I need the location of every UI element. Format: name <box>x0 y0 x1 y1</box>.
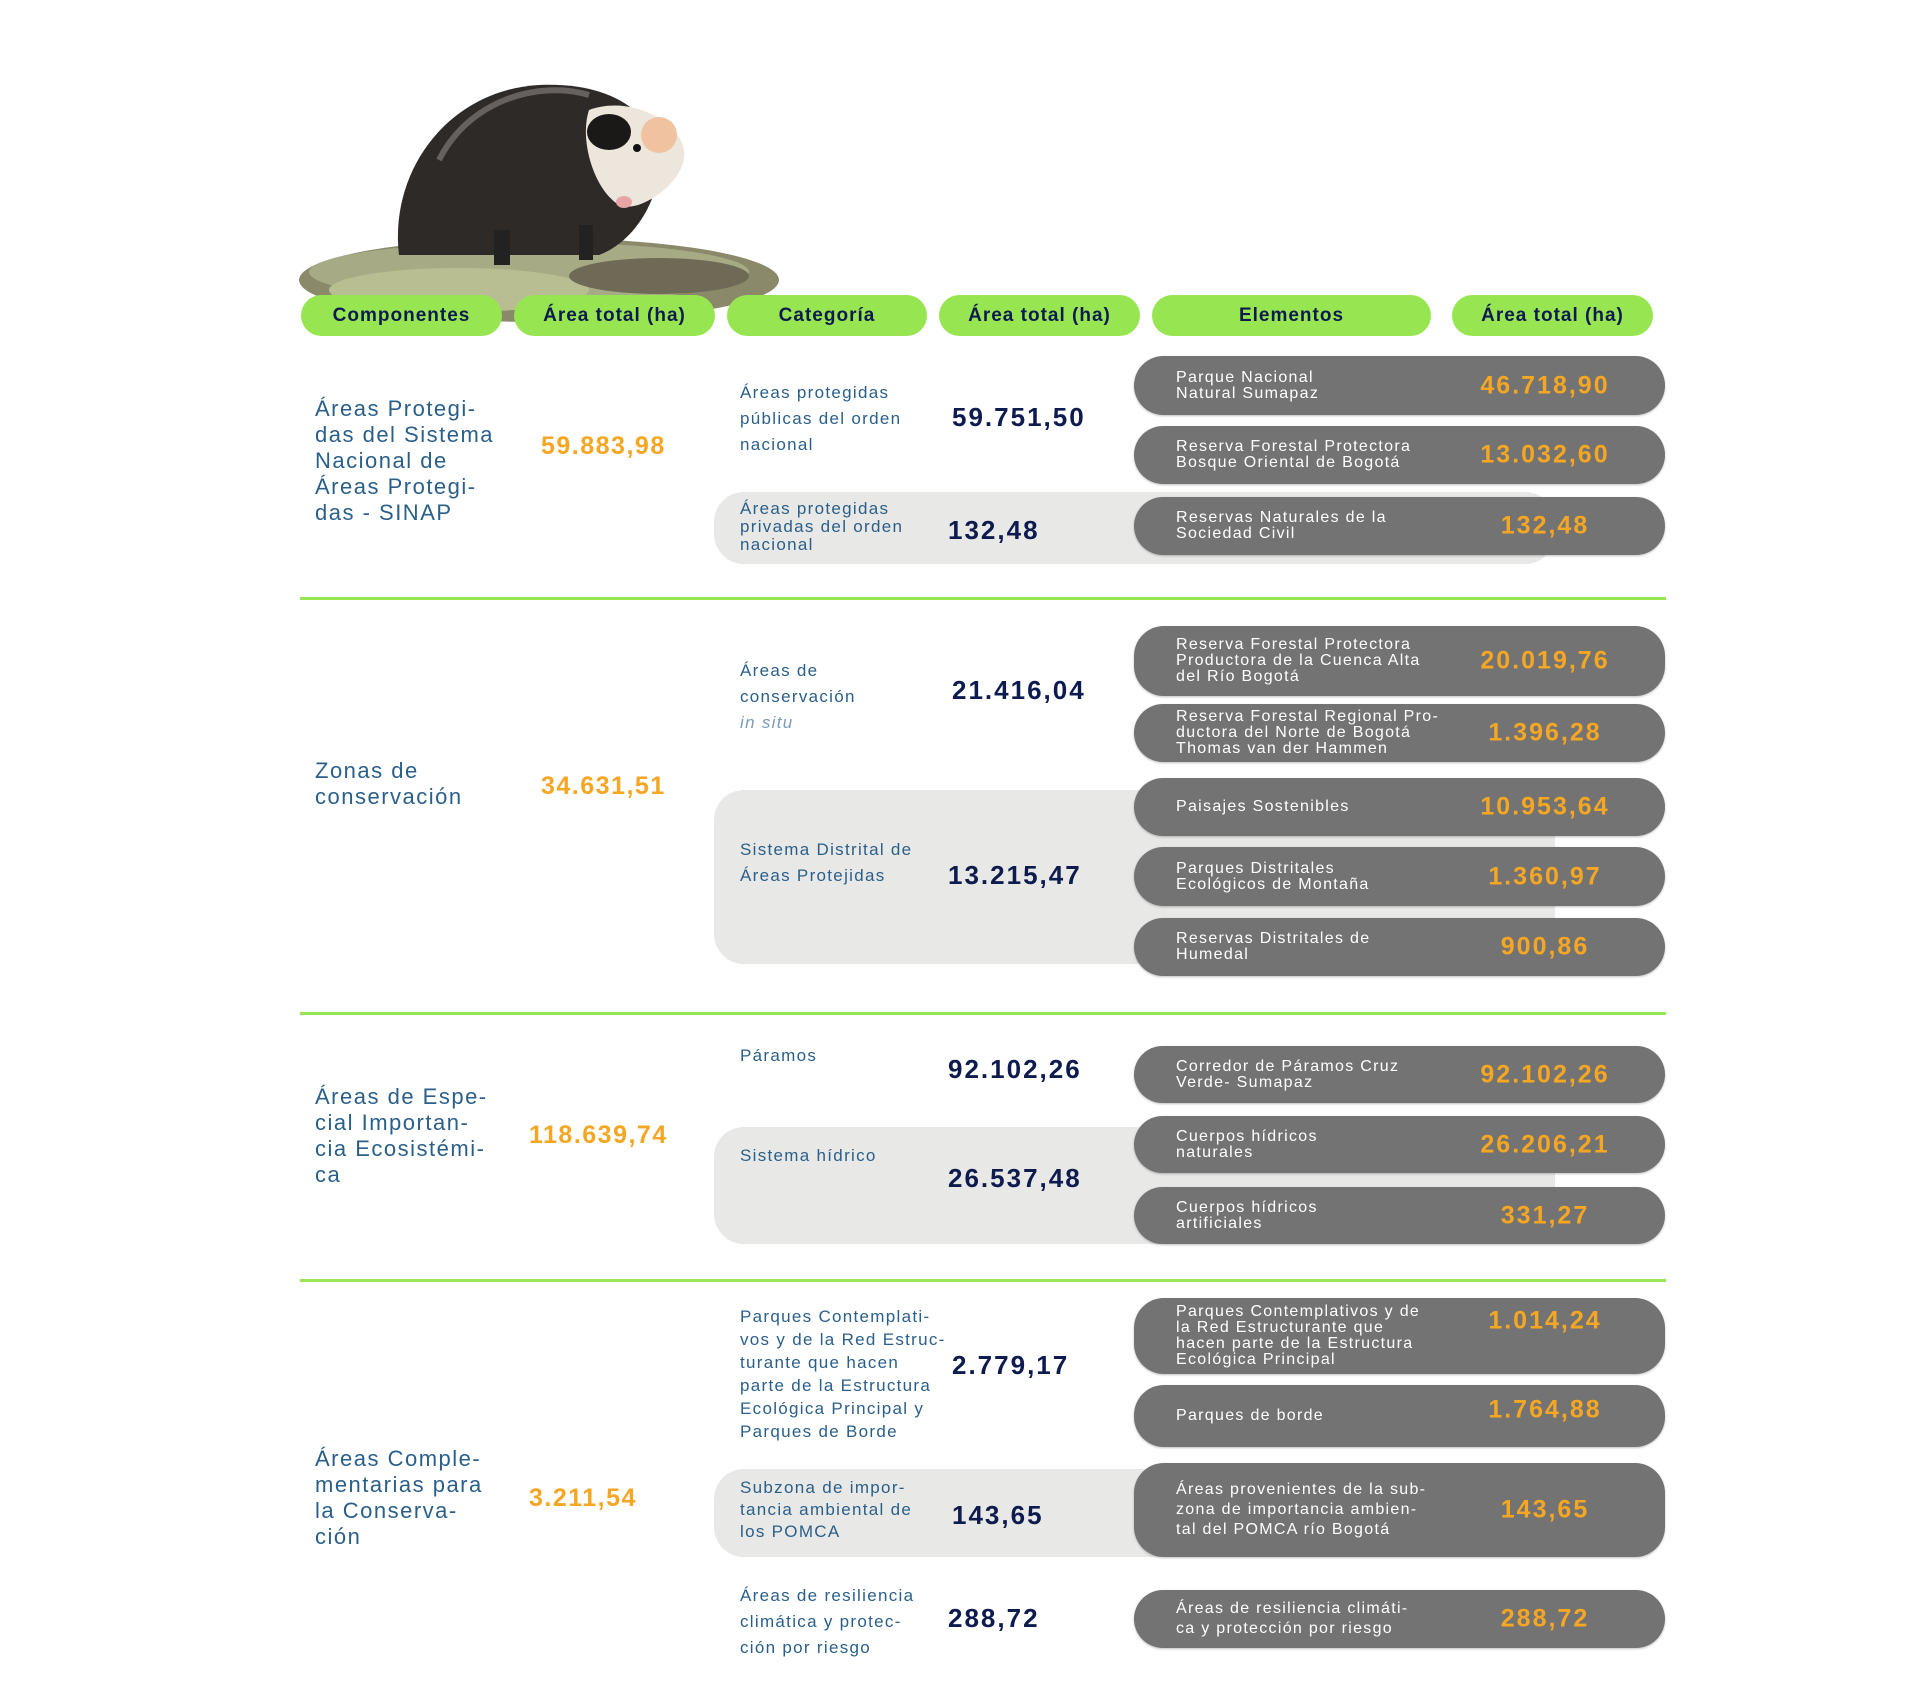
element-name: Parques Distritales Ecológicos de Montañ… <box>1176 859 1370 893</box>
element-total: 900,86 <box>1500 932 1590 961</box>
component-label: Áreas Comple- mentarias para la Conserva… <box>315 1446 483 1549</box>
header-categoria: Categoría <box>727 295 927 336</box>
section-divider <box>300 1279 1666 1282</box>
component-label: Áreas Protegi- das del Sistema Nacional … <box>315 396 495 525</box>
element-name: Reservas Naturales de la Sociedad Civil <box>1176 509 1387 542</box>
element-pill: Áreas provenientes de la sub- zona de im… <box>1134 1463 1665 1557</box>
header-area-total-componentes: Área total (ha) <box>514 295 715 336</box>
element-total: 288,72 <box>1500 1604 1590 1633</box>
element-name: Corredor de Páramos Cruz Verde- Sumapaz <box>1176 1057 1400 1091</box>
category-label: Sistema hídrico <box>740 1146 877 1165</box>
element-total: 10.953,64 <box>1480 792 1610 821</box>
element-total: 13.032,60 <box>1480 440 1610 469</box>
component-total: 3.211,54 <box>529 1484 637 1512</box>
element-name: Paisajes Sostenibles <box>1176 798 1350 815</box>
element-pill: Reservas Distritales de Humedal 900,86 <box>1134 918 1665 976</box>
element-pill: Corredor de Páramos Cruz Verde- Sumapaz 9… <box>1134 1046 1665 1103</box>
category-label: Subzona de impor- tancia ambiental de lo… <box>740 1478 913 1541</box>
component-label: Zonas de conservación <box>315 758 463 809</box>
category-total: 143,65 <box>952 1500 1044 1530</box>
element-pill: Reservas Naturales de la Sociedad Civil 1… <box>1134 497 1665 555</box>
category-label-text: Áreas de conservación <box>740 661 856 706</box>
category-label: Áreas protegidas privadas del orden naci… <box>740 499 904 554</box>
category-label: Áreas protegidas públicas del orden naci… <box>740 383 902 454</box>
element-pill: Reserva Forestal Regional Pro- ductora d… <box>1134 704 1665 762</box>
category-label: Áreas de conservación in situ <box>740 658 856 736</box>
section-divider <box>300 1012 1666 1015</box>
element-pill: Reserva Forestal Protectora Productora d… <box>1134 626 1665 696</box>
component-total: 59.883,98 <box>541 432 666 460</box>
element-total: 1.014,24 <box>1488 1306 1602 1335</box>
header-area-total-elementos: Área total (ha) <box>1452 295 1653 336</box>
component-label: Áreas de Espe- cial Importan- cia Ecosis… <box>315 1084 488 1187</box>
element-name: Áreas de resiliencia climáti- ca y prote… <box>1176 1600 1409 1637</box>
element-total: 143,65 <box>1500 1495 1590 1524</box>
element-name: Parque Nacional Natural Sumapaz <box>1176 368 1320 402</box>
element-total: 46.718,90 <box>1480 371 1610 399</box>
category-total: 92.102,26 <box>948 1054 1082 1084</box>
element-name: Reservas Distritales de Humedal <box>1176 930 1371 963</box>
component-total: 34.631,51 <box>541 772 666 800</box>
element-pill: Parques de borde 1.764,88 <box>1134 1385 1665 1447</box>
element-total: 20.019,76 <box>1480 646 1610 675</box>
element-pill: Áreas de resiliencia climáti- ca y prote… <box>1134 1590 1665 1648</box>
category-total: 132,48 <box>948 515 1040 545</box>
element-name: Parques de borde <box>1176 1407 1325 1424</box>
category-label: Sistema Distrital de Áreas Protejidas <box>740 840 913 885</box>
element-total: 331,27 <box>1500 1201 1590 1229</box>
element-total: 26.206,21 <box>1480 1130 1610 1158</box>
category-total: 288,72 <box>948 1603 1040 1633</box>
header-elementos: Elementos <box>1152 295 1431 336</box>
element-pill: Parques Contemplativos y de la Red Estru… <box>1134 1298 1665 1374</box>
element-total: 1.360,97 <box>1488 862 1602 890</box>
category-label: Áreas de resiliencia climática y protec-… <box>740 1586 915 1657</box>
element-pill: Reserva Forestal Protectora Bosque Orien… <box>1134 426 1665 484</box>
element-pill: Cuerpos hídricos artificiales 331,27 <box>1134 1187 1665 1244</box>
element-total: 92.102,26 <box>1480 1060 1610 1088</box>
element-name: Áreas provenientes de la sub- zona de im… <box>1176 1481 1427 1538</box>
element-pill: Parque Nacional Natural Sumapaz 46.718,90 <box>1134 356 1665 415</box>
element-name: Cuerpos hídricos artificiales <box>1176 1198 1318 1232</box>
section-divider <box>300 597 1666 600</box>
category-total: 26.537,48 <box>948 1163 1082 1193</box>
category-total: 21.416,04 <box>952 675 1086 705</box>
element-pill: Parques Distritales Ecológicos de Montañ… <box>1134 847 1665 906</box>
category-total: 13.215,47 <box>948 860 1082 890</box>
element-pill: Paisajes Sostenibles 10.953,64 <box>1134 778 1665 836</box>
category-label: Parques Contemplati- vos y de la Red Est… <box>740 1307 946 1441</box>
element-name: Reserva Forestal Regional Pro- ductora d… <box>1176 708 1440 757</box>
element-total: 1.396,28 <box>1488 718 1602 747</box>
component-total: 118.639,74 <box>529 1121 668 1149</box>
element-total: 1.764,88 <box>1488 1395 1602 1424</box>
element-name: Parques Contemplativos y de la Red Estru… <box>1176 1303 1421 1368</box>
category-total: 2.779,17 <box>952 1350 1070 1380</box>
element-name: Reserva Forestal Protectora Productora d… <box>1176 636 1421 685</box>
header-area-total-categoria: Área total (ha) <box>939 295 1140 336</box>
category-label-italic: in situ <box>740 713 794 732</box>
header-componentes: Componentes <box>301 295 502 336</box>
element-name: Reserva Forestal Protectora Bosque Orien… <box>1176 438 1412 471</box>
opossum-on-log-image <box>299 84 779 322</box>
category-label: Páramos <box>740 1046 818 1065</box>
element-pill: Cuerpos hídricos naturales 26.206,21 <box>1134 1116 1665 1173</box>
category-total: 59.751,50 <box>952 402 1086 432</box>
element-name: Cuerpos hídricos naturales <box>1176 1127 1318 1161</box>
element-total: 132,48 <box>1500 511 1590 540</box>
